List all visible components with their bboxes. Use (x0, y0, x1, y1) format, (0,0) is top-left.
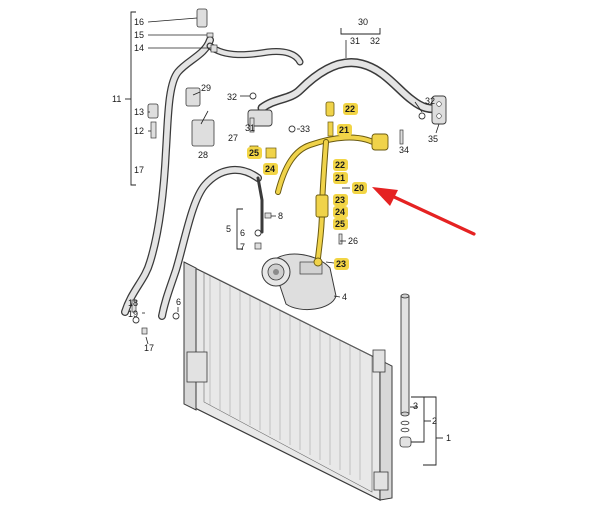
leader-lines (142, 17, 440, 345)
callout-15: 15 (134, 30, 144, 40)
callout-14: 14 (134, 43, 144, 53)
callout-27: 27 (228, 133, 238, 143)
callout-28: 28 (198, 150, 208, 160)
callout-13: 13 (134, 107, 144, 117)
callout-6-mid: 6 (240, 228, 245, 238)
callout-32-right: 32 (425, 96, 435, 106)
left-hoses (121, 36, 304, 320)
callout-17-left: 17 (134, 165, 144, 175)
callout-3: 3 (413, 401, 418, 411)
callout-34: 34 (399, 145, 409, 155)
callout-31-mid: 31 (245, 123, 255, 133)
callout-32-top: 32 (370, 36, 380, 46)
callout-24-stack: 24 (335, 207, 345, 217)
callout-12: 12 (134, 126, 144, 136)
callout-32-mid: 32 (227, 92, 237, 102)
callout-1: 1 (446, 433, 451, 443)
condenser (183, 261, 393, 501)
callout-18: 18 (128, 298, 138, 308)
callout-21-stack: 21 (335, 173, 345, 183)
callout-23-stack: 23 (335, 195, 345, 205)
callout-24-left: 24 (265, 164, 275, 174)
callout-4: 4 (342, 292, 347, 302)
callout-25-stack: 25 (335, 219, 345, 229)
callout-22-top: 22 (345, 104, 355, 114)
callout-2: 2 (432, 416, 437, 426)
callout-31-top: 31 (350, 36, 360, 46)
callout-21-top: 21 (339, 125, 349, 135)
brackets (125, 11, 443, 466)
callout-11: 11 (112, 94, 121, 104)
callout-29: 29 (201, 83, 211, 93)
highlight-badges (247, 103, 367, 270)
callout-19: 19 (128, 309, 138, 319)
compressor (261, 253, 337, 310)
callout-labels: 16 15 14 11 13 12 17 29 28 32 31 33 27 2… (112, 17, 451, 443)
callout-5: 5 (226, 224, 231, 234)
callout-16: 16 (134, 17, 144, 27)
callout-35: 35 (428, 134, 438, 144)
callout-22-stack: 22 (335, 160, 345, 170)
red-pointer-arrow (372, 187, 476, 236)
callout-30: 30 (358, 17, 368, 27)
callout-6-left: 6 (176, 297, 181, 307)
callout-25-left: 25 (249, 148, 259, 158)
drier-cartridge (399, 293, 412, 448)
callout-26: 26 (348, 236, 358, 246)
callout-20: 20 (354, 183, 364, 193)
callout-23-bottom: 23 (336, 259, 346, 269)
small-parts (131, 8, 426, 335)
highlighted-hose (275, 133, 389, 267)
callout-33: 33 (300, 124, 310, 134)
callout-7: 7 (240, 242, 245, 252)
callout-17-bottom: 17 (144, 343, 154, 353)
callout-8: 8 (278, 211, 283, 221)
top-hose (247, 58, 447, 127)
